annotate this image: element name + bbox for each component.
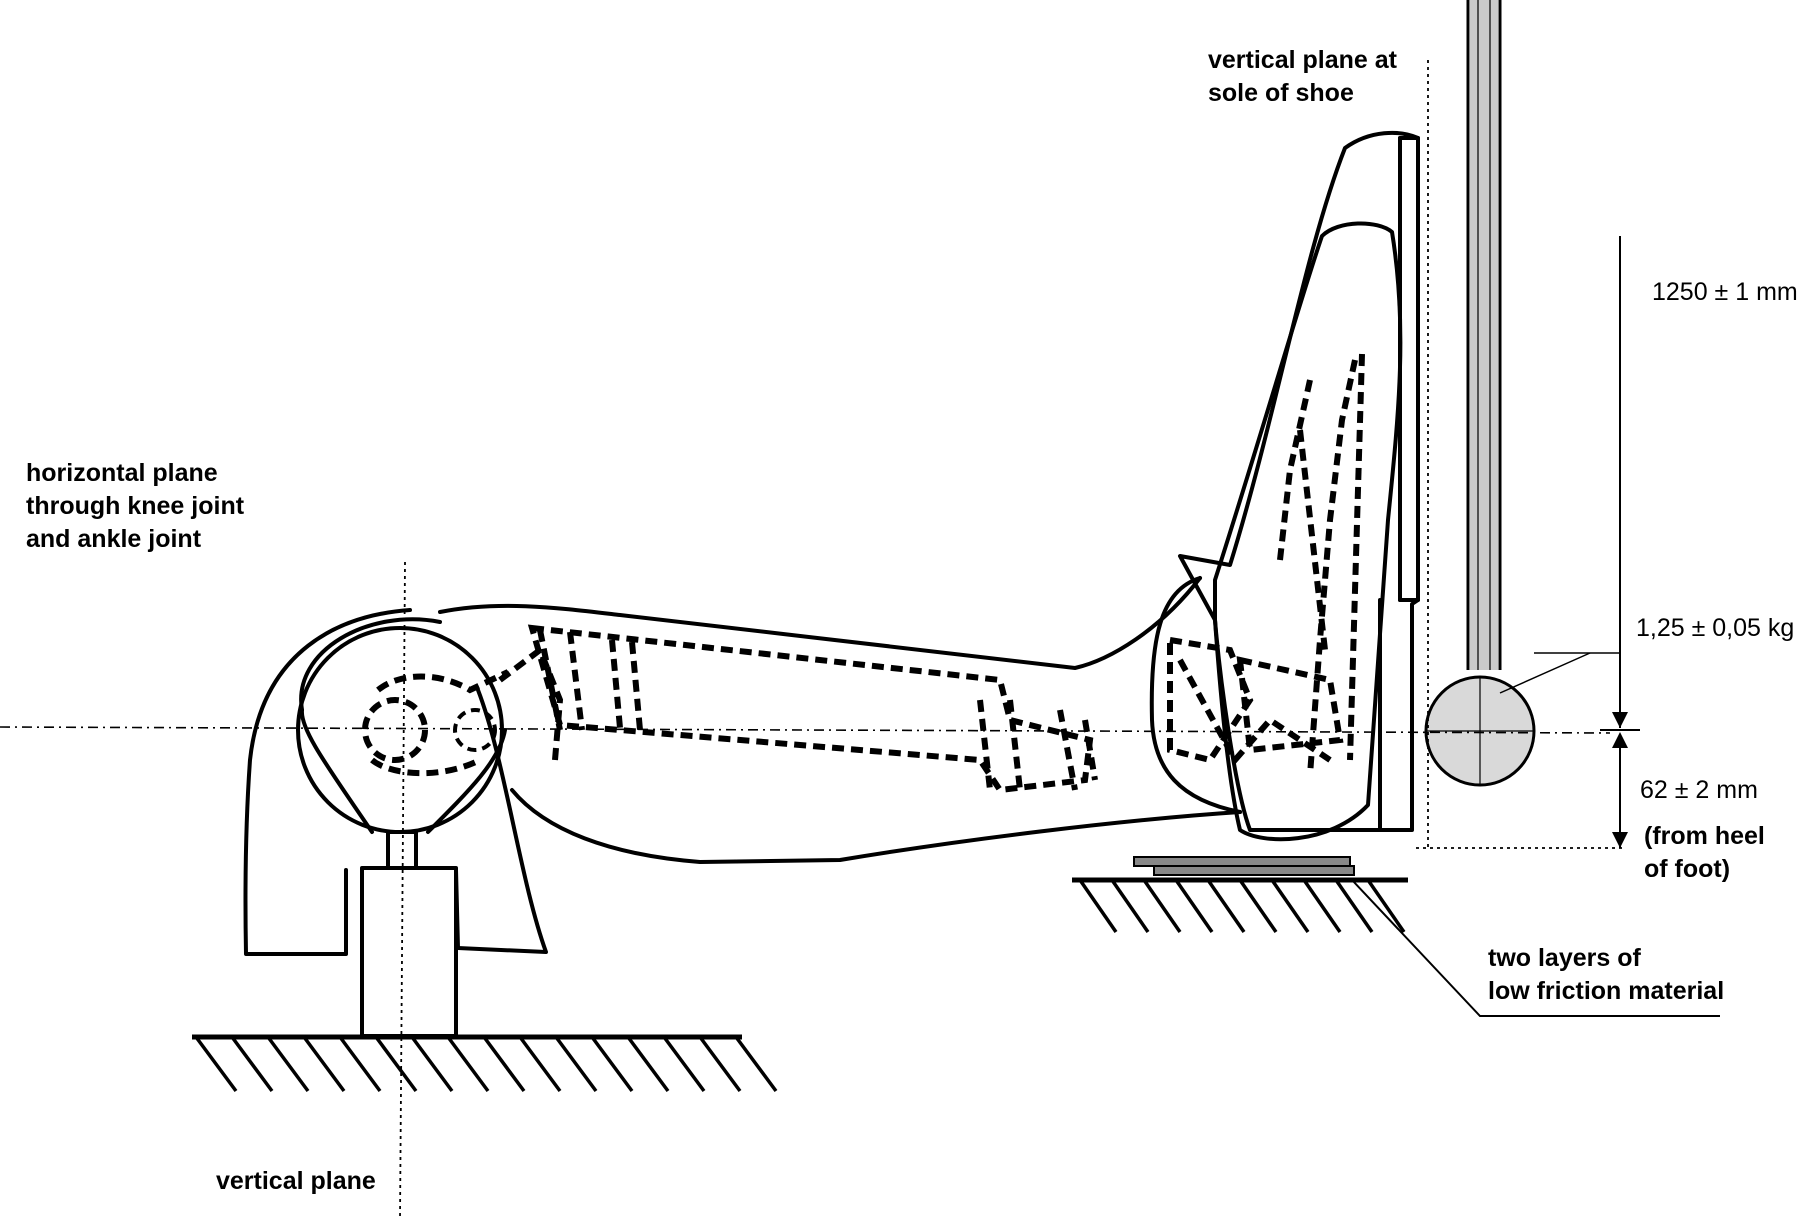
vertical-plane-line xyxy=(399,561,406,1219)
right-ground xyxy=(1072,877,1408,933)
ground-hatch-stroke xyxy=(194,1035,238,1093)
knee-joint-mechanism xyxy=(362,645,564,777)
label-friction: two layers of low friction material xyxy=(1488,944,1724,1005)
low-friction-layers xyxy=(1133,856,1355,876)
ground-hatch-stroke xyxy=(302,1035,346,1093)
ground-hatch-stroke xyxy=(662,1035,706,1093)
ground-hatch-stroke xyxy=(698,1035,742,1093)
label-horizontal-plane-line1: horizontal plane xyxy=(26,459,218,487)
ground-hatch-stroke xyxy=(1110,879,1150,933)
drop-height-dimension xyxy=(1499,236,1640,848)
ground-hatch-stroke xyxy=(1142,879,1182,933)
leg-form xyxy=(438,576,1242,864)
ground-hatch-stroke xyxy=(1206,879,1246,933)
label-heel-offset-line1: 62 ± 2 mm xyxy=(1640,776,1758,804)
ground-hatch-stroke xyxy=(734,1035,778,1093)
horizontal-plane-line xyxy=(0,726,1611,734)
ground-hatch-stroke xyxy=(266,1035,310,1093)
ground-hatch-stroke xyxy=(230,1035,274,1093)
ground-hatch-stroke xyxy=(518,1035,562,1093)
tibia-bone xyxy=(527,624,1098,794)
ground-hatch-stroke xyxy=(1366,879,1406,933)
knee-support xyxy=(243,608,548,1038)
left-ground xyxy=(192,1034,778,1093)
ground-hatch-stroke xyxy=(554,1035,598,1093)
ground-hatch-stroke xyxy=(1302,879,1342,933)
shoe xyxy=(1178,130,1420,842)
foot-bones xyxy=(1167,353,1365,776)
ground-hatch-stroke xyxy=(374,1035,418,1093)
ground-hatch-stroke xyxy=(446,1035,490,1093)
ground-hatch-stroke xyxy=(410,1035,454,1093)
label-heel-offset: 62 ± 2 mm (from heel of foot) xyxy=(1640,776,1765,883)
label-vertical-plane-sole-line1: vertical plane at xyxy=(1208,46,1398,74)
ground-hatch-stroke xyxy=(1238,879,1278,933)
ground-hatch-stroke xyxy=(1174,879,1214,933)
label-friction-line2: low friction material xyxy=(1488,977,1724,1005)
label-vertical-plane-sole-line2: sole of shoe xyxy=(1208,79,1354,107)
label-vertical-plane-sole: vertical plane at sole of shoe xyxy=(1208,46,1398,107)
ground-hatch-stroke xyxy=(1270,879,1310,933)
label-drop-height: 1250 ± 1 mm xyxy=(1652,278,1798,306)
ground-hatch-stroke xyxy=(338,1035,382,1093)
label-friction-line1: two layers of xyxy=(1488,944,1641,972)
ground-hatch-stroke xyxy=(590,1035,634,1093)
label-horizontal-plane-line3: and ankle joint xyxy=(26,525,202,553)
label-horizontal-plane: horizontal plane through knee joint and … xyxy=(26,459,245,553)
ground-hatch-stroke xyxy=(482,1035,526,1093)
ground-hatch-stroke xyxy=(1078,879,1118,933)
label-horizontal-plane-line2: through knee joint xyxy=(26,492,245,520)
pendulum xyxy=(1424,0,1536,787)
friction-leader xyxy=(1351,879,1720,1017)
label-heel-offset-line3: of foot) xyxy=(1644,855,1730,883)
label-heel-offset-line2: (from heel xyxy=(1644,822,1765,850)
ground-hatch-stroke xyxy=(626,1035,670,1093)
label-mass: 1,25 ± 0,05 kg xyxy=(1636,614,1794,642)
label-vertical-plane: vertical plane xyxy=(216,1167,376,1195)
vertical-plane-sole-line xyxy=(1416,60,1622,849)
ground-hatch-stroke xyxy=(1334,879,1374,933)
